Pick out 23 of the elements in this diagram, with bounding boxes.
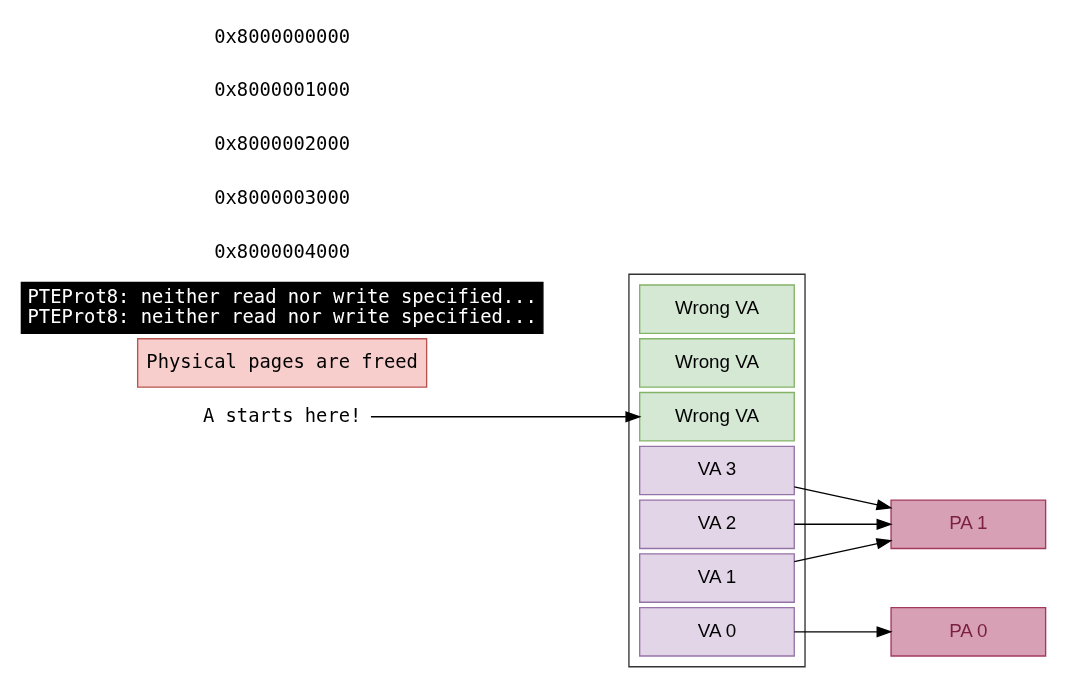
node-box: VA 2 (638, 499, 795, 550)
arrow (793, 538, 893, 563)
node-box: VA 3 (638, 445, 795, 496)
cluster (627, 273, 806, 668)
node-box: Wrong VA (638, 391, 795, 442)
node-box: Wrong VA (638, 338, 795, 388)
label: 0x8000000000 (213, 25, 350, 47)
label: 0x8000003000 (213, 186, 350, 208)
node-box: Wrong VA (638, 284, 795, 335)
arrow (793, 486, 893, 511)
node-text: A starts here! (202, 404, 361, 426)
node-box: PA 0 (889, 606, 1046, 657)
arrow (793, 518, 893, 530)
label: 0x8000004000 (213, 240, 350, 262)
node-box: PA 1 (889, 499, 1046, 550)
node-box: VA 0 (638, 606, 795, 657)
label: 0x8000002000 (213, 133, 350, 155)
arrow (369, 411, 642, 423)
node-box: PTEProt8: neither read nor write specified... PTEProt8: neither read nor write specified... (20, 281, 544, 335)
arrow (793, 626, 893, 638)
node-box: Physical pages are freed (136, 338, 427, 388)
label: 0x8000001000 (213, 79, 350, 101)
node-box: VA 1 (638, 553, 795, 603)
